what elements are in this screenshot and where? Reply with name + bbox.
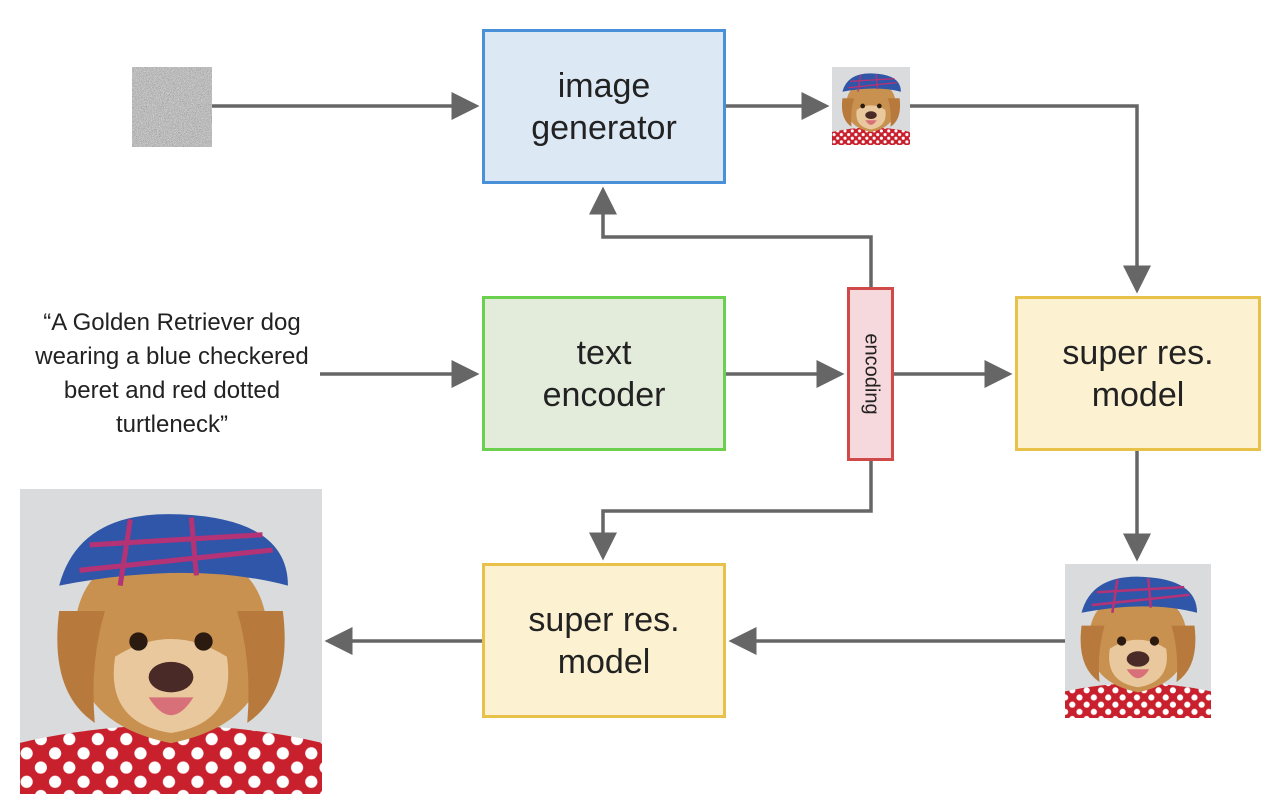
- dog-image-large: [20, 489, 322, 794]
- noise-image: [132, 67, 212, 147]
- super-res-model-label-1: super res. model: [1062, 333, 1214, 414]
- arrow-encoding-to-super-res-2: [589, 461, 873, 561]
- super-res-model-box-2: super res. model: [482, 563, 726, 718]
- text-encoder-label: text encoder: [542, 333, 666, 414]
- image-generator-label: image generator: [531, 66, 677, 147]
- dog-image-small: [832, 67, 910, 145]
- arrow-encoding-to-generator: [589, 186, 873, 287]
- dog-image-medium: [1065, 564, 1211, 718]
- text-encoder-box: text encoder: [482, 296, 726, 451]
- arrow-small-image-to-super-res: [910, 104, 1151, 294]
- text-prompt: “A Golden Retriever dog wearing a blue c…: [35, 309, 309, 438]
- encoding-label: encoding: [860, 333, 882, 415]
- encoding-block: encoding: [847, 287, 894, 461]
- super-res-model-box-1: super res. model: [1015, 296, 1261, 451]
- image-generator-box: image generator: [482, 29, 726, 184]
- super-res-model-label-2: super res. model: [528, 600, 680, 681]
